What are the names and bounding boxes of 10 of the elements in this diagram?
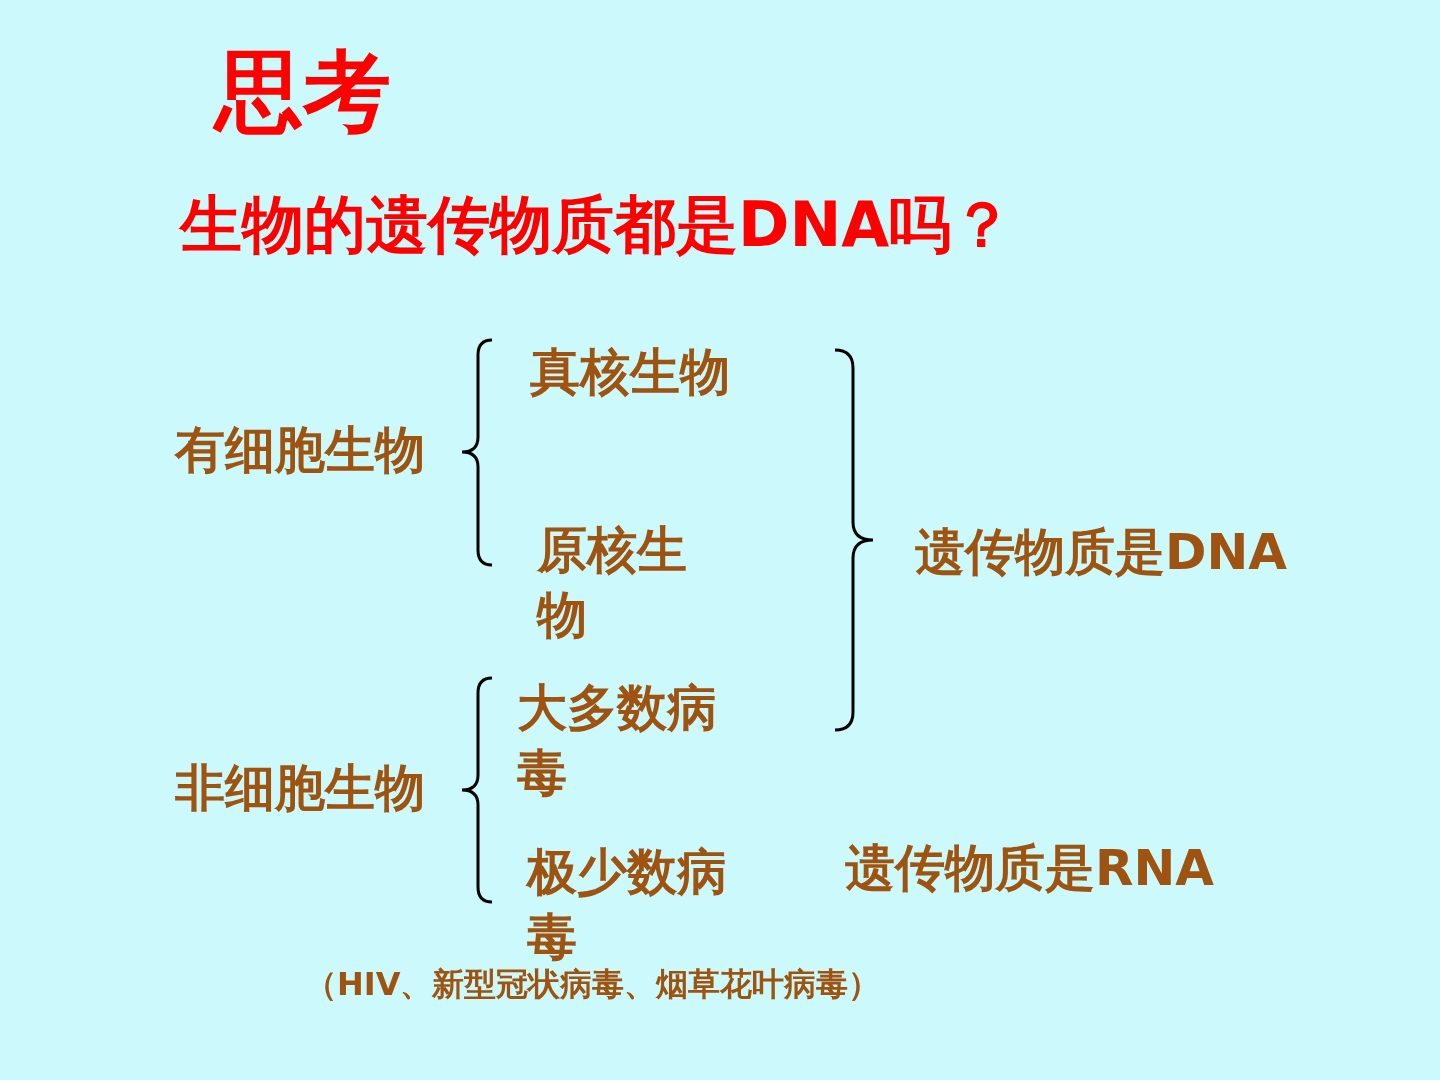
question-heading: 生物的遗传物质都是DNA吗？	[180, 187, 1014, 263]
example-note: （HIV、新型冠状病毒、烟草花叶病毒）	[305, 968, 882, 1002]
conclusion-text: 遗传物质是RNA	[845, 838, 1215, 899]
category-label: 大多数病毒	[517, 678, 718, 804]
category-label: 真核生物	[530, 342, 730, 403]
category-label: 原核生物	[537, 520, 688, 646]
category-label: 极少数病毒	[527, 842, 728, 967]
category-label: 非细胞生物	[175, 758, 425, 819]
conclusion-text: 遗传物质是DNA	[915, 522, 1288, 583]
category-label: 有细胞生物	[175, 420, 425, 481]
